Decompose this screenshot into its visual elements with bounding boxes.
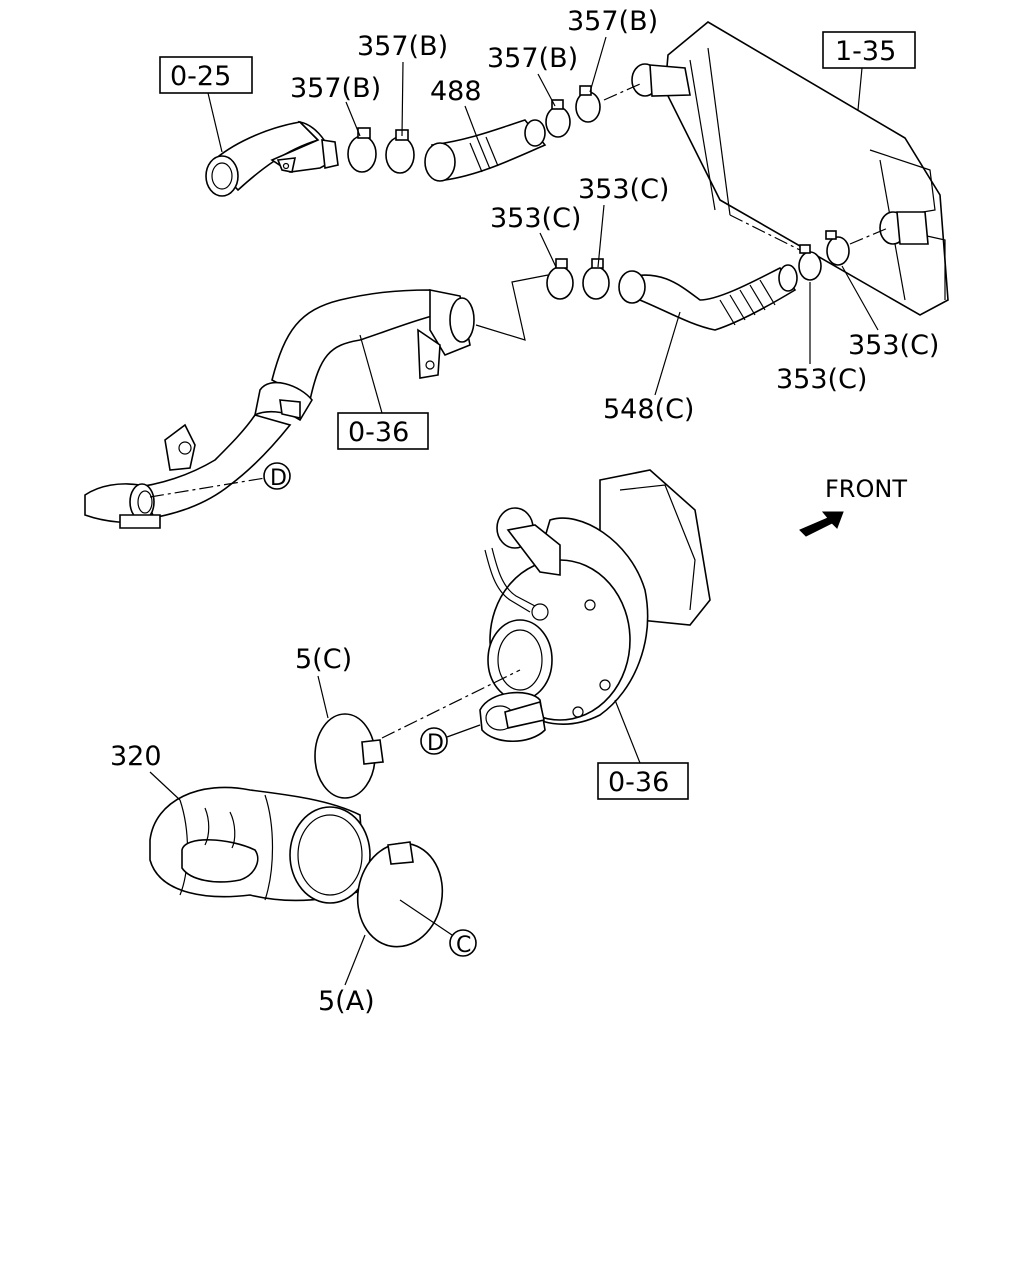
label-357b-3: 357(B): [487, 43, 578, 74]
upper-pipe: [205, 120, 339, 197]
ref-label-0-36-lower: 0-36: [608, 767, 669, 798]
label-353c-4: 353(C): [848, 330, 939, 361]
marker-d-upper: D: [263, 462, 291, 491]
marker-c: C: [449, 929, 477, 958]
label-488: 488: [430, 76, 482, 107]
label-357b-2: 357(B): [357, 31, 448, 62]
label-353c-3: 353(C): [776, 364, 867, 395]
clamp-357b-a: [347, 127, 377, 173]
hose-548c: [618, 264, 798, 331]
ref-box-0-36-lower: [597, 762, 689, 800]
clamp-353c-d: [825, 230, 850, 266]
label-357b-4: 357(B): [567, 6, 658, 37]
label-353c-2: 353(C): [578, 174, 669, 205]
ref-box-0-36-upper: [337, 412, 429, 450]
label-353c-1: 353(C): [490, 203, 581, 234]
front-label: FRONT: [825, 475, 907, 503]
clamp-357b-b: [385, 129, 415, 174]
clamp-357b-c: [545, 99, 571, 138]
label-5c: 5(C): [295, 644, 352, 675]
long-pipe: [84, 289, 475, 529]
svg-text:D: D: [270, 466, 287, 491]
svg-text:C: C: [456, 933, 471, 958]
label-5a: 5(A): [318, 986, 375, 1017]
hose-488: [424, 119, 547, 182]
turbocharger: [479, 469, 711, 742]
ref-label-0-25: 0-25: [170, 61, 231, 92]
clamp-357b-d: [575, 85, 601, 123]
front-direction-arrow-icon: [799, 511, 844, 537]
ref-label-0-36-upper: 0-36: [348, 417, 409, 448]
svg-text:D: D: [427, 731, 444, 756]
air-duct-320: [149, 786, 371, 904]
clamp-353c-a: [546, 258, 574, 300]
label-548c: 548(C): [603, 394, 694, 425]
clamp-353c-b: [582, 258, 610, 300]
marker-d-lower: D: [420, 727, 448, 756]
clamp-353c-c: [798, 244, 822, 281]
intercooler: [631, 21, 949, 316]
clamp-5a: [356, 841, 444, 948]
ref-label-1-35: 1-35: [835, 36, 896, 67]
label-320: 320: [110, 741, 162, 772]
ref-box-1-35: [822, 31, 916, 69]
clamp-5c: [314, 713, 384, 799]
ref-box-0-25: [159, 56, 253, 94]
label-357b-1: 357(B): [290, 73, 381, 104]
